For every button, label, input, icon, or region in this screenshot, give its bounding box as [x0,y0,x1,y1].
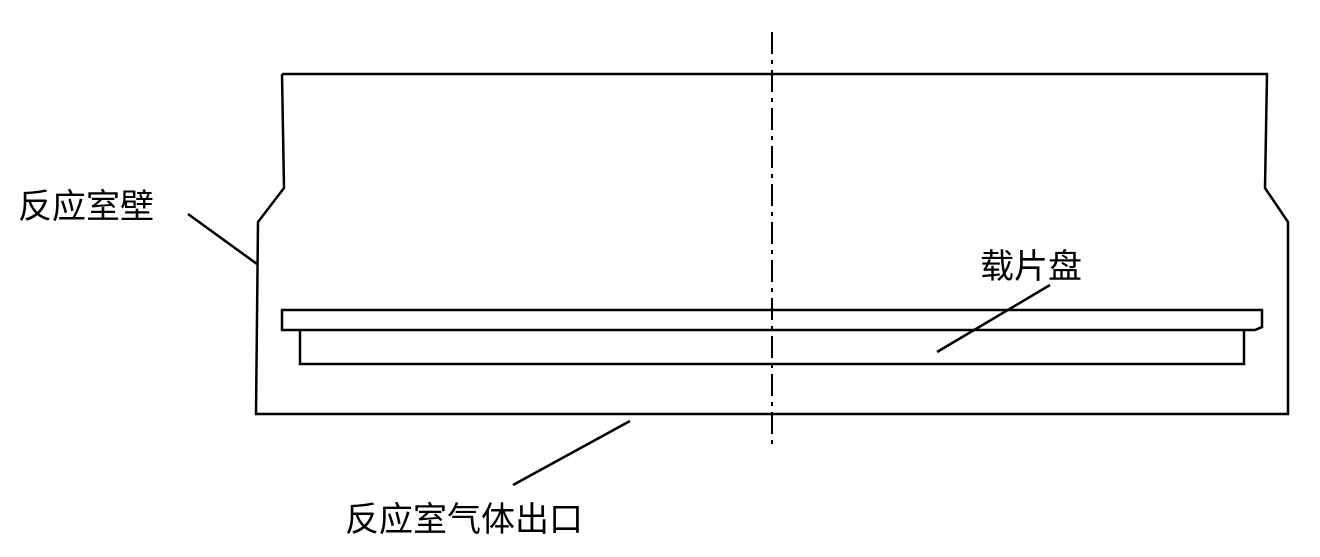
wafer-tray-upper-plate [280,308,1264,332]
leader-line-chamber-wall [187,212,258,266]
leader-line-wafer-tray [936,283,1051,354]
label-gas-outlet: 反应室气体出口 [345,500,583,540]
label-chamber-wall: 反应室壁 [18,187,154,227]
leader-line-gas-outlet [512,419,631,487]
chamber-wall-outline [254,72,1290,416]
label-wafer-tray: 载片盘 [980,247,1082,287]
